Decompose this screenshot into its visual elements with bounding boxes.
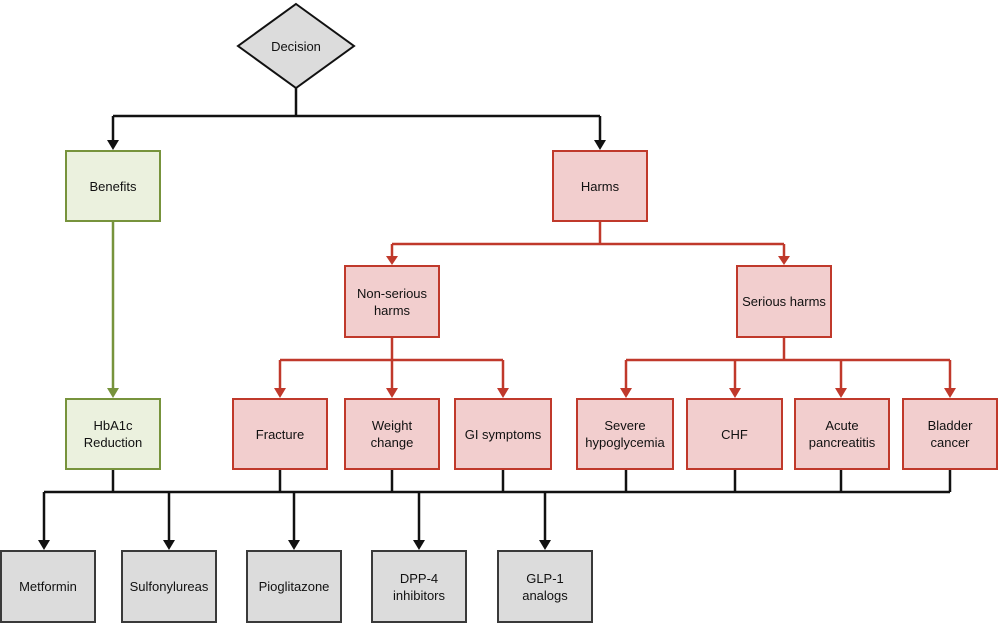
severe-hypoglycemia-node: Severe hypoglycemia	[576, 398, 674, 470]
harms-node: Harms	[552, 150, 648, 222]
hba1c-reduction-node: HbA1c Reduction	[65, 398, 161, 470]
decision-node: Decision	[236, 2, 356, 90]
benefits-node: Benefits	[65, 150, 161, 222]
chf-node: CHF	[686, 398, 783, 470]
dpp4-inhibitors-node: DPP-4 inhibitors	[371, 550, 467, 623]
decision-label: Decision	[271, 38, 321, 54]
gi-symptoms-node: GI symptoms	[454, 398, 552, 470]
sulfonylureas-node: Sulfonylureas	[121, 550, 217, 623]
non-serious-harms-node: Non-serious harms	[344, 265, 440, 338]
metformin-node: Metformin	[0, 550, 96, 623]
weight-change-node: Weight change	[344, 398, 440, 470]
decision-diamond-shape	[236, 2, 356, 90]
pioglitazone-node: Pioglitazone	[246, 550, 342, 623]
acute-pancreatitis-node: Acute pancreatitis	[794, 398, 890, 470]
bladder-cancer-node: Bladder cancer	[902, 398, 998, 470]
serious-harms-node: Serious harms	[736, 265, 832, 338]
fracture-node: Fracture	[232, 398, 328, 470]
glp1-analogs-node: GLP-1 analogs	[497, 550, 593, 623]
